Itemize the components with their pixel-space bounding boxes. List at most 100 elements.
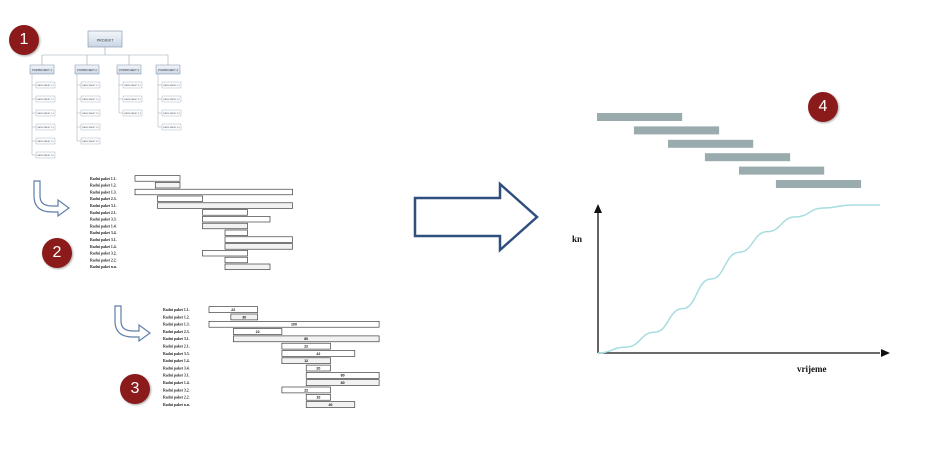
gantt-row-label: Radni paket 2.1. <box>163 345 190 349</box>
wbs-package-label: RADNI PAKET 4.1 <box>163 84 180 87</box>
gantt-cost-label: 22 <box>304 388 308 392</box>
gantt-cost-label: 12 <box>304 359 308 363</box>
timeline-bar <box>633 126 720 135</box>
gantt-cost-label: 10 <box>316 396 320 400</box>
step-badge-2: 2 <box>42 238 72 268</box>
wbs-package-box <box>80 109 101 117</box>
gantt-row-label: Radni paket 1.1. <box>90 177 117 181</box>
wbs-subproject-box <box>155 64 181 75</box>
gantt-row-label: Radni paket 2.3. <box>163 330 190 334</box>
wbs-package-label: RADNI PAKET 1.1 <box>37 84 54 87</box>
gantt-schedule: Radni paket 1.1. Radni paket 1.2. Radni pa… <box>90 175 293 270</box>
wbs-package-label: RADNI PAKET 2.5 <box>82 140 99 143</box>
gantt-bar <box>281 357 331 364</box>
gantt-row-label: Radni paket 3.1. <box>163 374 190 378</box>
gantt-bar <box>202 216 271 223</box>
wbs-subproject-label: PODPROJEKT 3 <box>119 68 139 72</box>
wbs-package-label: RADNI PAKET 2.3 <box>82 112 99 115</box>
wbs-package-label: RADNI PAKET 1.2 <box>37 98 54 101</box>
gantt-cost-label: 80 <box>341 381 345 385</box>
wbs-package-label: RADNI PAKET 1.6 <box>37 154 54 157</box>
wbs-package-label: RADNI PAKET 2.4 <box>82 126 99 129</box>
gantt-row-label: Radni paket 1.3. <box>90 190 117 194</box>
wbs-package-label: RADNI PAKET 3.3 <box>124 112 141 115</box>
wbs-package-label: RADNI PAKET 3.2 <box>124 98 141 101</box>
gantt-row-label: Radni paket 3.1. <box>90 238 117 242</box>
cost-chart: kn vrijeme <box>572 113 890 374</box>
curved-arrow-icon <box>33 180 71 218</box>
gantt-row-label: Radni paket 2.3. <box>90 197 117 201</box>
timeline-bar <box>739 166 825 175</box>
gantt-bar <box>224 236 293 243</box>
timeline-bar <box>668 139 754 148</box>
wbs-package-box <box>80 81 101 89</box>
wbs-subproject-box <box>29 64 55 75</box>
x-axis-arrow-icon <box>881 349 890 357</box>
gantt-bar <box>233 328 283 335</box>
gantt-row-label: Radni paket 1.1. <box>163 308 190 312</box>
gantt-bar <box>202 222 248 230</box>
gantt-cost-label: 80 <box>304 337 308 341</box>
gantt-bar <box>224 243 293 250</box>
timeline-bar <box>704 153 791 162</box>
gantt-row-label: Radni paket n.n. <box>163 403 190 407</box>
wbs-package-box <box>161 81 182 89</box>
y-axis-label: kn <box>572 234 582 244</box>
gantt-row-label: Radni paket 1.2. <box>90 184 117 188</box>
wbs-subproject-box <box>74 64 100 75</box>
wbs-package-box <box>122 109 143 117</box>
wbs-package-box <box>35 81 56 89</box>
gantt-row-label: Radni paket 1.3. <box>163 323 190 327</box>
curved-arrow-icon <box>114 305 152 343</box>
gantt-row-label: Radni paket 3.4. <box>163 366 190 370</box>
gantt-row-label: Radni paket 2.1. <box>90 211 117 215</box>
wbs-package-box <box>80 123 101 131</box>
gantt-row-label: Radni paket 3.2. <box>90 252 117 256</box>
wbs-package-box <box>122 95 143 103</box>
gantt-bar <box>157 195 203 202</box>
gantt-row-label: Radni paket 3.3. <box>90 218 117 222</box>
gantt-bar <box>224 229 248 236</box>
wbs-package-label: RADNI PAKET 1.3 <box>37 112 54 115</box>
gantt-row-label: Radni paket 2.2. <box>163 396 190 400</box>
big-right-arrow-icon <box>413 181 539 253</box>
gantt-bar <box>281 342 331 350</box>
gantt-bar <box>305 379 380 386</box>
gantt-row-label: Radni paket 1.4. <box>163 381 190 385</box>
x-axis-label: vrijeme <box>797 364 826 374</box>
gantt-row-label: Radni paket 1.4. <box>163 359 190 363</box>
gantt-cost-label: 100 <box>291 323 297 327</box>
wbs-package-box <box>161 109 182 117</box>
wbs-package-box <box>35 123 56 131</box>
gantt-row-label: Radni paket 3.3. <box>163 352 190 356</box>
wbs-package-label: RADNI PAKET 2.2 <box>82 98 99 101</box>
gantt-bar <box>224 256 248 264</box>
gantt-bar <box>157 202 293 209</box>
gantt-bar <box>202 209 248 216</box>
wbs-subproject-label: PODPROJEKT 2 <box>77 68 97 72</box>
wbs-package-label: RADNI PAKET 4.4 <box>163 126 180 129</box>
step-badge-1: 1 <box>9 25 39 55</box>
wbs-package-label: RADNI PAKET 4.3 <box>163 112 180 115</box>
gantt-bar <box>305 393 331 401</box>
gantt-cost-label: 22 <box>231 308 235 312</box>
gantt-bar <box>305 401 356 408</box>
gantt-bar <box>281 386 331 394</box>
gantt-cost-label: 30 <box>242 315 246 319</box>
gantt-bar <box>154 182 181 189</box>
gantt-bar <box>208 320 380 328</box>
gantt-cost-label: 40 <box>329 403 333 407</box>
y-axis-arrow-icon <box>594 204 602 213</box>
gantt-row-label: Radni paket 3.2. <box>163 388 190 392</box>
wbs-subproject-box <box>116 64 142 75</box>
wbs-package-box <box>122 81 143 89</box>
cumulative-cost-curve <box>597 204 880 354</box>
gantt-row-label: Radni paket n.n. <box>90 265 117 269</box>
gantt-bar <box>202 250 248 257</box>
wbs-package-box <box>80 137 101 145</box>
wbs-subproject-label: PODPROJEKT 4 <box>158 68 178 72</box>
